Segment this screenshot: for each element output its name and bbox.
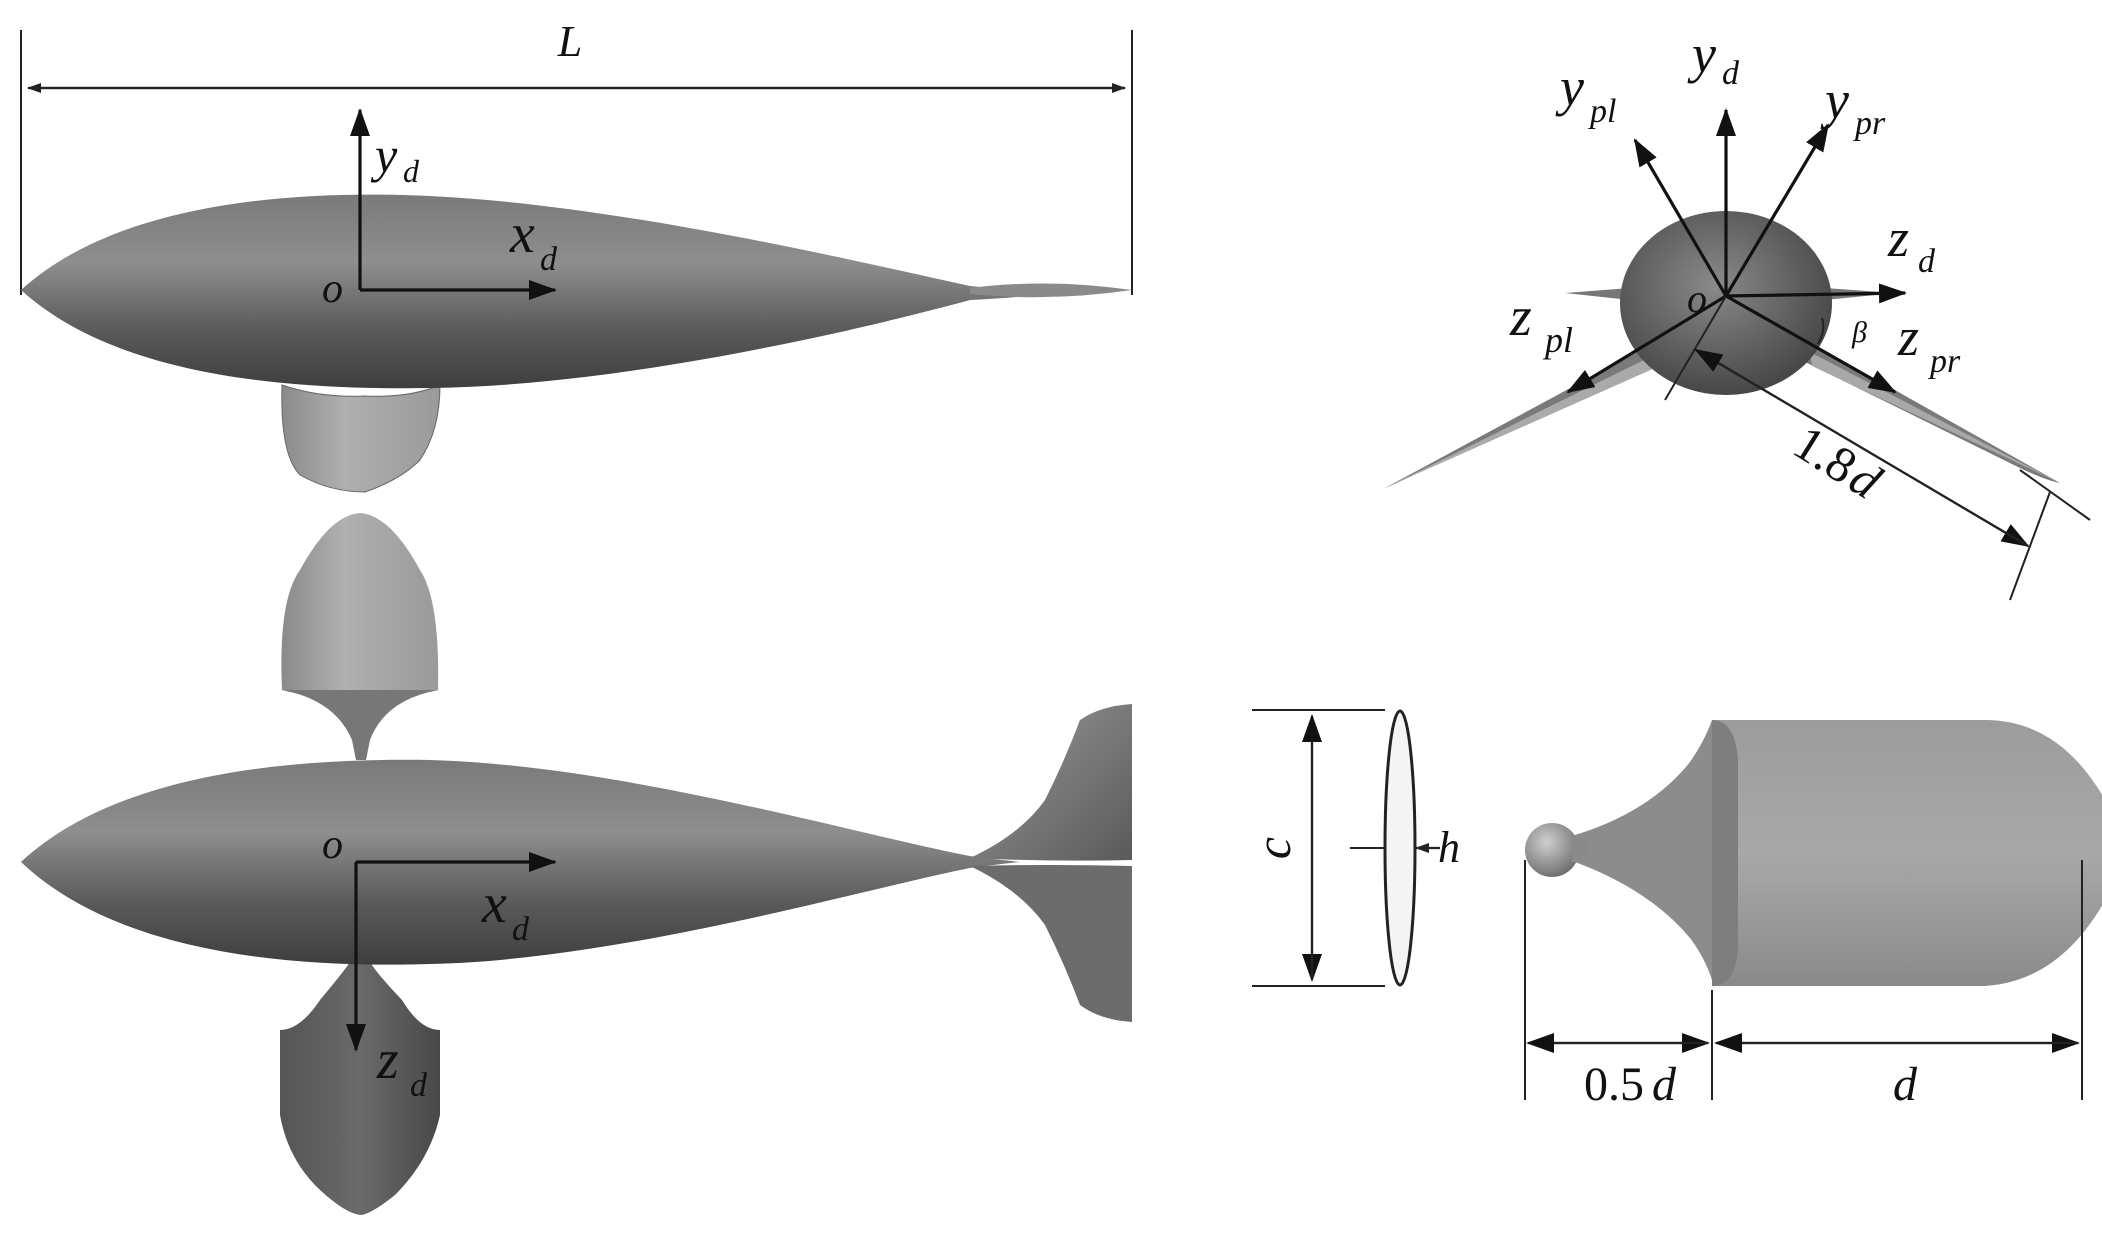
side-origin-label: o [322, 266, 343, 312]
front-ypr-label: y [1820, 70, 1849, 130]
angle-label: β [1851, 316, 1867, 349]
front-yd-label: y [1687, 24, 1716, 84]
fin-planform: 0.5 d d [1524, 720, 2102, 1111]
thickness-label: h [1438, 823, 1460, 872]
top-fin-lower-blade [280, 962, 440, 1215]
top-x-label: x [481, 873, 507, 935]
stem-label-var: d [1652, 1058, 1677, 1111]
span-ext-mid [2019, 469, 2091, 521]
chord-label: c [1245, 837, 1301, 859]
front-zd-axis [1725, 283, 1907, 304]
front-ypr-axis [1724, 123, 1830, 297]
front-ypl-sub: pl [1588, 93, 1616, 130]
front-ypr-sub: pr [1853, 105, 1886, 142]
front-wing-ref-line [1664, 295, 1727, 401]
top-x-sub: d [512, 911, 530, 948]
top-fin-upper-neck [282, 690, 438, 760]
blade-label: d [1893, 1058, 1918, 1111]
front-body-sphere [1620, 211, 1832, 395]
front-zpr-label: z [1897, 307, 1919, 367]
side-view: L o y d x d [20, 17, 1133, 493]
side-body [21, 194, 1132, 389]
front-zpl-sub: pl [1542, 320, 1573, 360]
angle-arc [1817, 317, 1825, 345]
front-zd-label: z [1887, 208, 1909, 268]
section-view: h c [1245, 709, 1460, 987]
planform-stem [1575, 720, 1712, 980]
length-label: L [557, 17, 582, 66]
top-origin-label: o [322, 822, 343, 868]
front-view: 1.8 d β o y d y pl y pr z d z pl z pr [1385, 24, 2091, 601]
planform-blade-edge [1712, 720, 1738, 986]
top-z-sub: d [410, 1067, 428, 1104]
front-ypl-label: y [1555, 57, 1584, 117]
side-y-label: y [370, 127, 398, 183]
top-tail-upper [970, 704, 1132, 861]
front-zpr-axis [1725, 294, 1897, 394]
front-origin-label: o [1687, 276, 1707, 321]
top-fin-upper-blade [281, 513, 439, 700]
top-tail-lower [970, 865, 1132, 1022]
front-wing-left [1385, 345, 1660, 488]
front-ypl-axis [1633, 138, 1728, 297]
span-dimension-line-back [1694, 348, 2029, 547]
side-fin-blade [281, 384, 441, 493]
front-zpl-axis [1566, 294, 1727, 394]
front-yd-sub: d [1722, 55, 1740, 92]
side-x-sub: d [540, 241, 558, 278]
planform-root-ball [1525, 823, 1579, 877]
span-ext-right [2009, 491, 2051, 601]
planform-root-neck [1572, 838, 1586, 862]
planform-blade [1712, 720, 2102, 986]
foil-section [1383, 709, 1417, 987]
top-view: o x d z d [21, 513, 1132, 1215]
side-tail [970, 283, 1132, 298]
stem-label-num: 0.5 [1584, 1058, 1644, 1111]
front-zpl-label: z [1509, 286, 1532, 348]
front-zd-sub: d [1918, 243, 1936, 280]
side-y-sub: d [403, 153, 420, 189]
top-z-label: z [376, 1029, 399, 1091]
side-x-label: x [509, 203, 535, 265]
front-zpr-sub: pr [1928, 343, 1961, 380]
front-fin-left-small [1565, 288, 1630, 300]
